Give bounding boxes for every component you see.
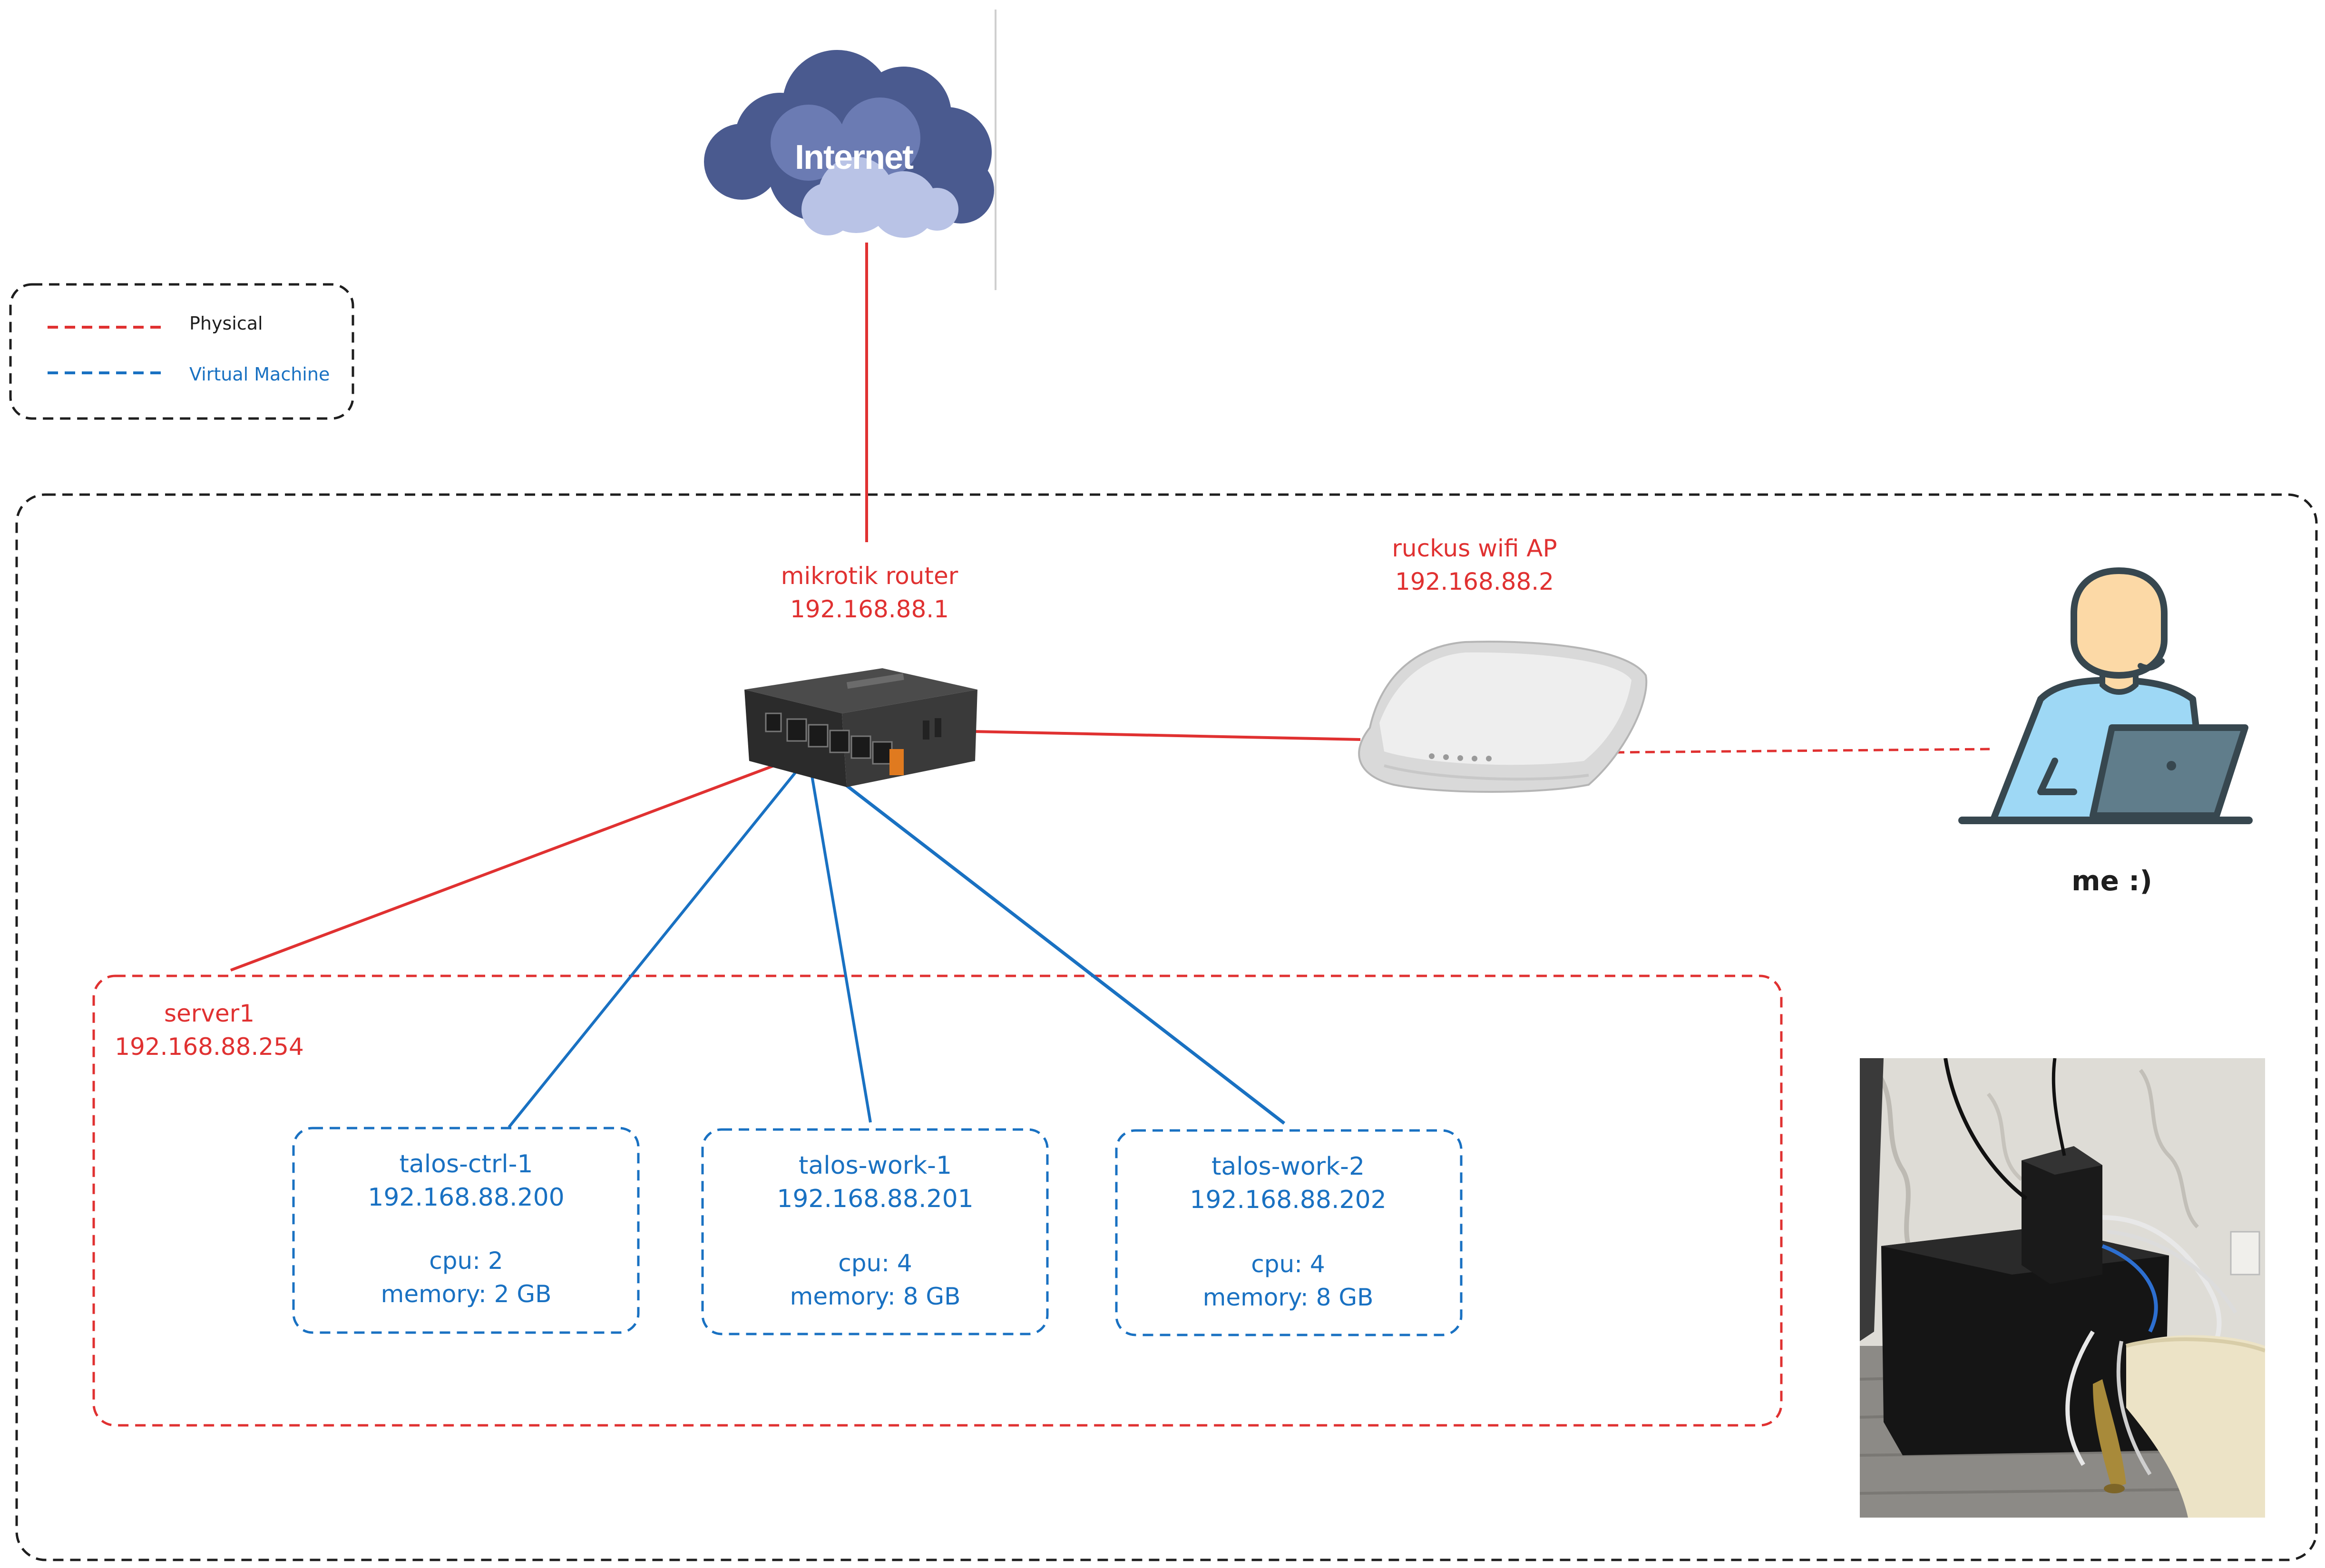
vm-talos-work-1: talos-work-1 192.168.88.201 cpu: 4 memor… bbox=[701, 1128, 1049, 1335]
router-ctrl1-link bbox=[508, 755, 810, 1128]
router-server1-link bbox=[230, 755, 800, 972]
vm-memory: memory: 2 GB bbox=[381, 1280, 552, 1308]
legend-frame bbox=[9, 283, 354, 420]
router-work1-link bbox=[807, 756, 872, 1123]
user-label: me :) bbox=[2071, 865, 2152, 897]
vm-frame bbox=[292, 1127, 640, 1334]
internet-label: Internet bbox=[795, 138, 914, 176]
vm-name: talos-work-2 bbox=[1211, 1152, 1365, 1181]
vm-cpu: cpu: 2 bbox=[429, 1247, 503, 1275]
vm-memory: memory: 8 GB bbox=[790, 1283, 961, 1310]
home-network-frame bbox=[15, 493, 2318, 1561]
vm-cpu: cpu: 4 bbox=[1251, 1250, 1325, 1278]
server1-ip-label: 192.168.88.254 bbox=[115, 1033, 304, 1061]
vm-name: talos-ctrl-1 bbox=[399, 1150, 533, 1178]
legend-physical-label: Physical bbox=[189, 313, 263, 334]
router-work2-link bbox=[807, 755, 1286, 1125]
vm-frame bbox=[701, 1128, 1049, 1335]
server1-frame bbox=[92, 974, 1783, 1427]
vm-ip: 192.168.88.200 bbox=[368, 1183, 565, 1212]
vm-talos-ctrl-1: talos-ctrl-1 192.168.88.200 cpu: 2 memor… bbox=[292, 1127, 640, 1334]
legend-virtual-label: Virtual Machine bbox=[189, 364, 330, 385]
server-photo bbox=[1860, 1058, 2265, 1518]
ap-ip-label: 192.168.88.2 bbox=[1395, 568, 1554, 595]
vm-name: talos-work-1 bbox=[799, 1151, 952, 1180]
router-name-label: mikrotik router bbox=[781, 562, 958, 590]
server1-name-label: server1 bbox=[164, 1000, 254, 1027]
vm-cpu: cpu: 4 bbox=[838, 1249, 912, 1277]
vm-talos-work-2: talos-work-2 192.168.88.202 cpu: 4 memor… bbox=[1115, 1129, 1463, 1336]
vm-ip: 192.168.88.201 bbox=[777, 1185, 974, 1213]
legend: Physical Virtual Machine bbox=[9, 283, 354, 420]
wifi-ap-icon bbox=[1358, 641, 1648, 793]
router-ip-label: 192.168.88.1 bbox=[790, 595, 949, 623]
person-laptop-icon bbox=[1958, 567, 2253, 824]
ap-user-link bbox=[1614, 748, 1993, 754]
vm-frame bbox=[1115, 1129, 1463, 1336]
router-icon bbox=[744, 668, 977, 787]
ap-name-label: ruckus wifi AP bbox=[1392, 535, 1557, 562]
cloud-icon: Internet bbox=[704, 50, 994, 238]
vm-memory: memory: 8 GB bbox=[1203, 1284, 1374, 1311]
vm-ip: 192.168.88.202 bbox=[1190, 1186, 1387, 1214]
router-ap-link bbox=[972, 730, 1361, 741]
